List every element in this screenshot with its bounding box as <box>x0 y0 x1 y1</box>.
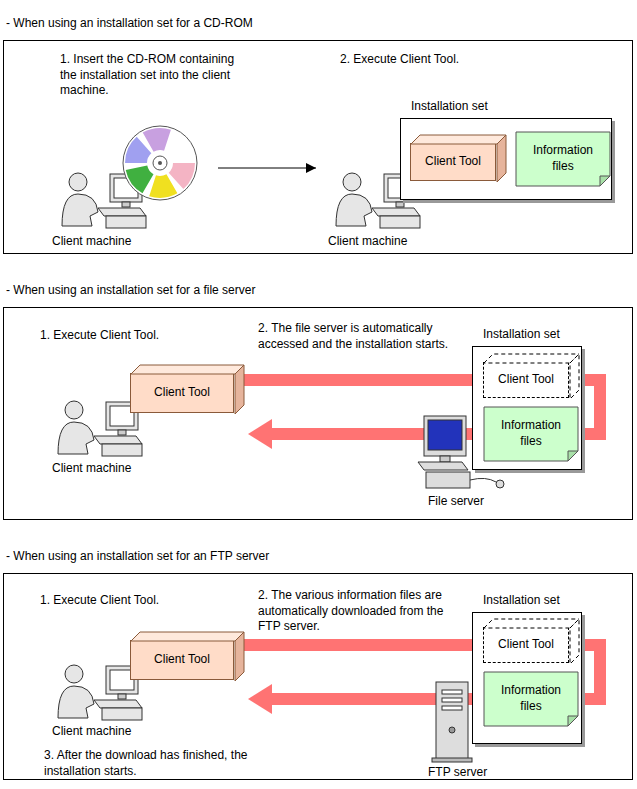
box-label: Client Tool <box>498 372 554 388</box>
information-files-note: Information files <box>516 132 610 186</box>
machine-caption: File server <box>428 494 528 510</box>
client-tool-placeholder: Client Tool <box>483 362 569 398</box>
flow-arrow <box>218 168 316 169</box>
ftp-server-icon <box>432 682 472 762</box>
box-heading: - When using an installation set for an … <box>6 549 269 563</box>
box-label: Client Tool <box>498 637 554 653</box>
information-files-note: Information files <box>484 672 578 726</box>
client-tool-box: Client Tool <box>130 373 234 413</box>
machine-caption: FTP server <box>428 765 528 781</box>
step-note: 3. After the download has finished, the … <box>44 748 304 779</box>
information-files-note: Information files <box>484 407 578 461</box>
box-heading: Installation set <box>483 593 560 607</box>
client-tool-box: Client Tool <box>130 640 234 680</box>
step-note: 2. The various information files are aut… <box>258 588 468 635</box>
machine-caption: Client machine <box>52 724 182 740</box>
machine-caption: Client machine <box>52 461 182 477</box>
box-heading: Installation set <box>483 327 560 341</box>
machine-caption: Client machine <box>328 234 458 250</box>
client-tool-placeholder: Client Tool <box>483 627 569 663</box>
machine-caption: Client machine <box>52 234 182 250</box>
installation-set-box: Client ToolInformation filesInstallation… <box>472 612 582 744</box>
step-note: 1. Execute Client Tool. <box>40 593 240 609</box>
box-label: Information files <box>492 683 570 714</box>
box-label: Client Tool <box>154 385 210 401</box>
installation-set-box: Client ToolInformation filesInstallation… <box>472 346 582 470</box>
installation-set-box: Client ToolInformation filesInstallation… <box>400 118 612 200</box>
box-label: Information files <box>492 418 570 449</box>
step-note: 2. The file server is automatically acce… <box>258 321 468 352</box>
step-note: 2. Execute Client Tool. <box>340 52 540 68</box>
box-label: Information files <box>524 143 602 174</box>
client-tool-box: Client Tool <box>410 143 496 181</box>
box-heading: Installation set <box>411 99 488 113</box>
box-heading: - When using an installation set for a f… <box>6 283 255 297</box>
request-band <box>243 374 482 386</box>
box-label: Client Tool <box>154 652 210 668</box>
box-heading: - When using an installation set for a C… <box>6 16 253 30</box>
step-note: 1. Insert the CD-ROM containing the inst… <box>60 52 250 99</box>
cd-rom <box>123 126 197 200</box>
request-band <box>243 639 482 651</box>
box-label: Client Tool <box>425 154 481 170</box>
step-note: 1. Execute Client Tool. <box>40 328 240 344</box>
